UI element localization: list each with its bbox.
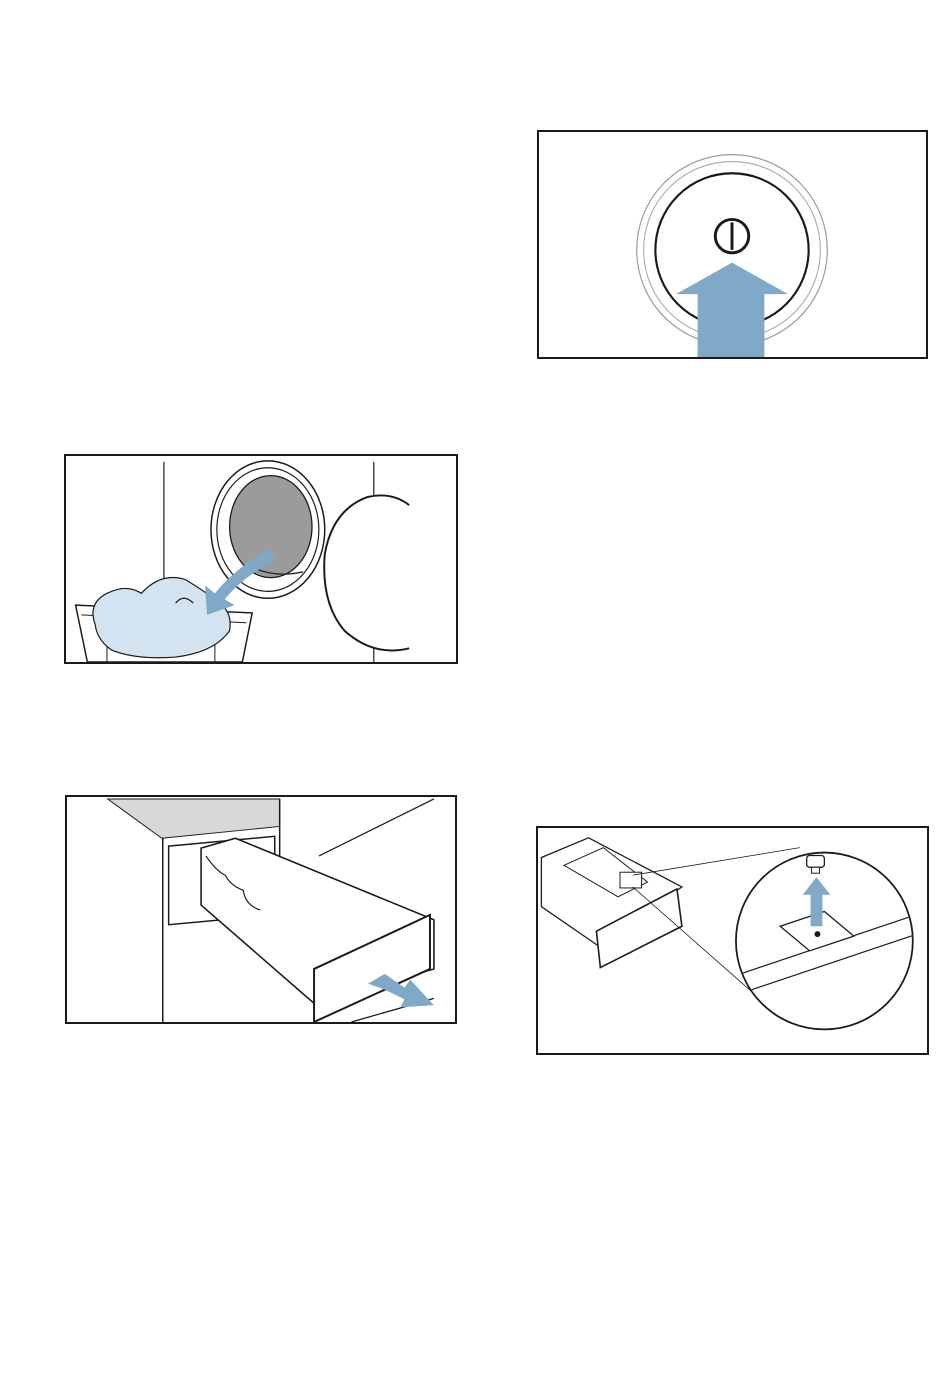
- power-button-illustration: [537, 130, 928, 359]
- drawer-pull-illustration: [65, 795, 457, 1024]
- insert-removal-illustration: [536, 826, 929, 1055]
- unload-laundry-illustration: [64, 454, 458, 664]
